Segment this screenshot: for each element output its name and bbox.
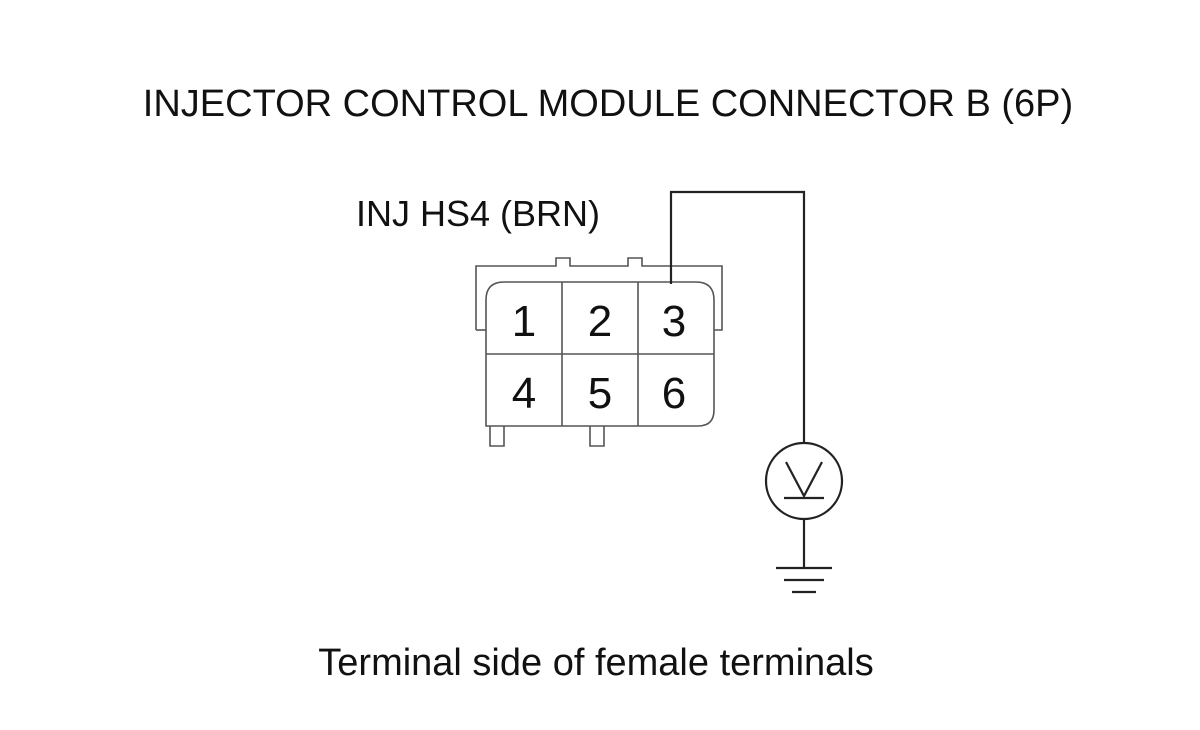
diagram-title: INJECTOR CONTROL MODULE CONNECTOR B (6P) [143,83,1073,125]
terminal-6: 6 [662,369,686,418]
ground-icon [776,566,832,594]
wire-label: INJ HS4 (BRN) [356,193,600,234]
terminal-4: 4 [512,369,536,418]
connector-body [475,257,723,447]
terminal-2: 2 [588,297,612,346]
voltmeter-icon [764,441,844,521]
terminal-3: 3 [662,297,686,346]
probe-wire [669,190,806,442]
diagram-caption: Terminal side of female terminals [318,642,873,684]
terminal-5: 5 [588,369,612,418]
terminal-1: 1 [512,297,536,346]
